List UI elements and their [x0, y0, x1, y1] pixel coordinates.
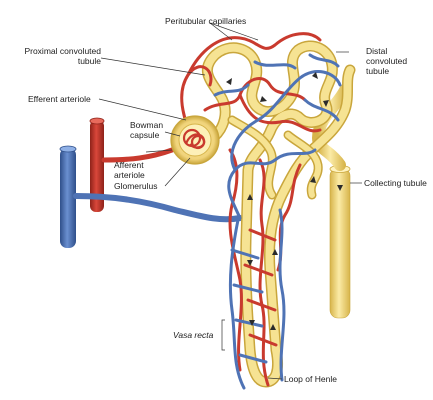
label-distal-convoluted-tubule: Distal convoluted tubule [366, 46, 407, 76]
label-collecting-tubule: Collecting tubule [364, 178, 427, 188]
label-loop-of-henle: Loop of Henle [284, 374, 337, 384]
label-bowman-capsule: Bowman capsule [130, 120, 163, 140]
label-peritubular-capillaries: Peritubular capillaries [165, 16, 246, 26]
label-afferent-arteriole: Afferent arteriole [114, 160, 145, 180]
label-vasa-recta: Vasa recta [173, 330, 213, 340]
renal-tubule [207, 46, 350, 382]
label-proximal-convoluted-tubule: Proximal convoluted tubule [6, 46, 101, 66]
label-glomerulus: Glomerulus [114, 181, 157, 191]
bowman-capsule [171, 116, 219, 164]
label-efferent-arteriole: Efferent arteriole [28, 94, 91, 104]
